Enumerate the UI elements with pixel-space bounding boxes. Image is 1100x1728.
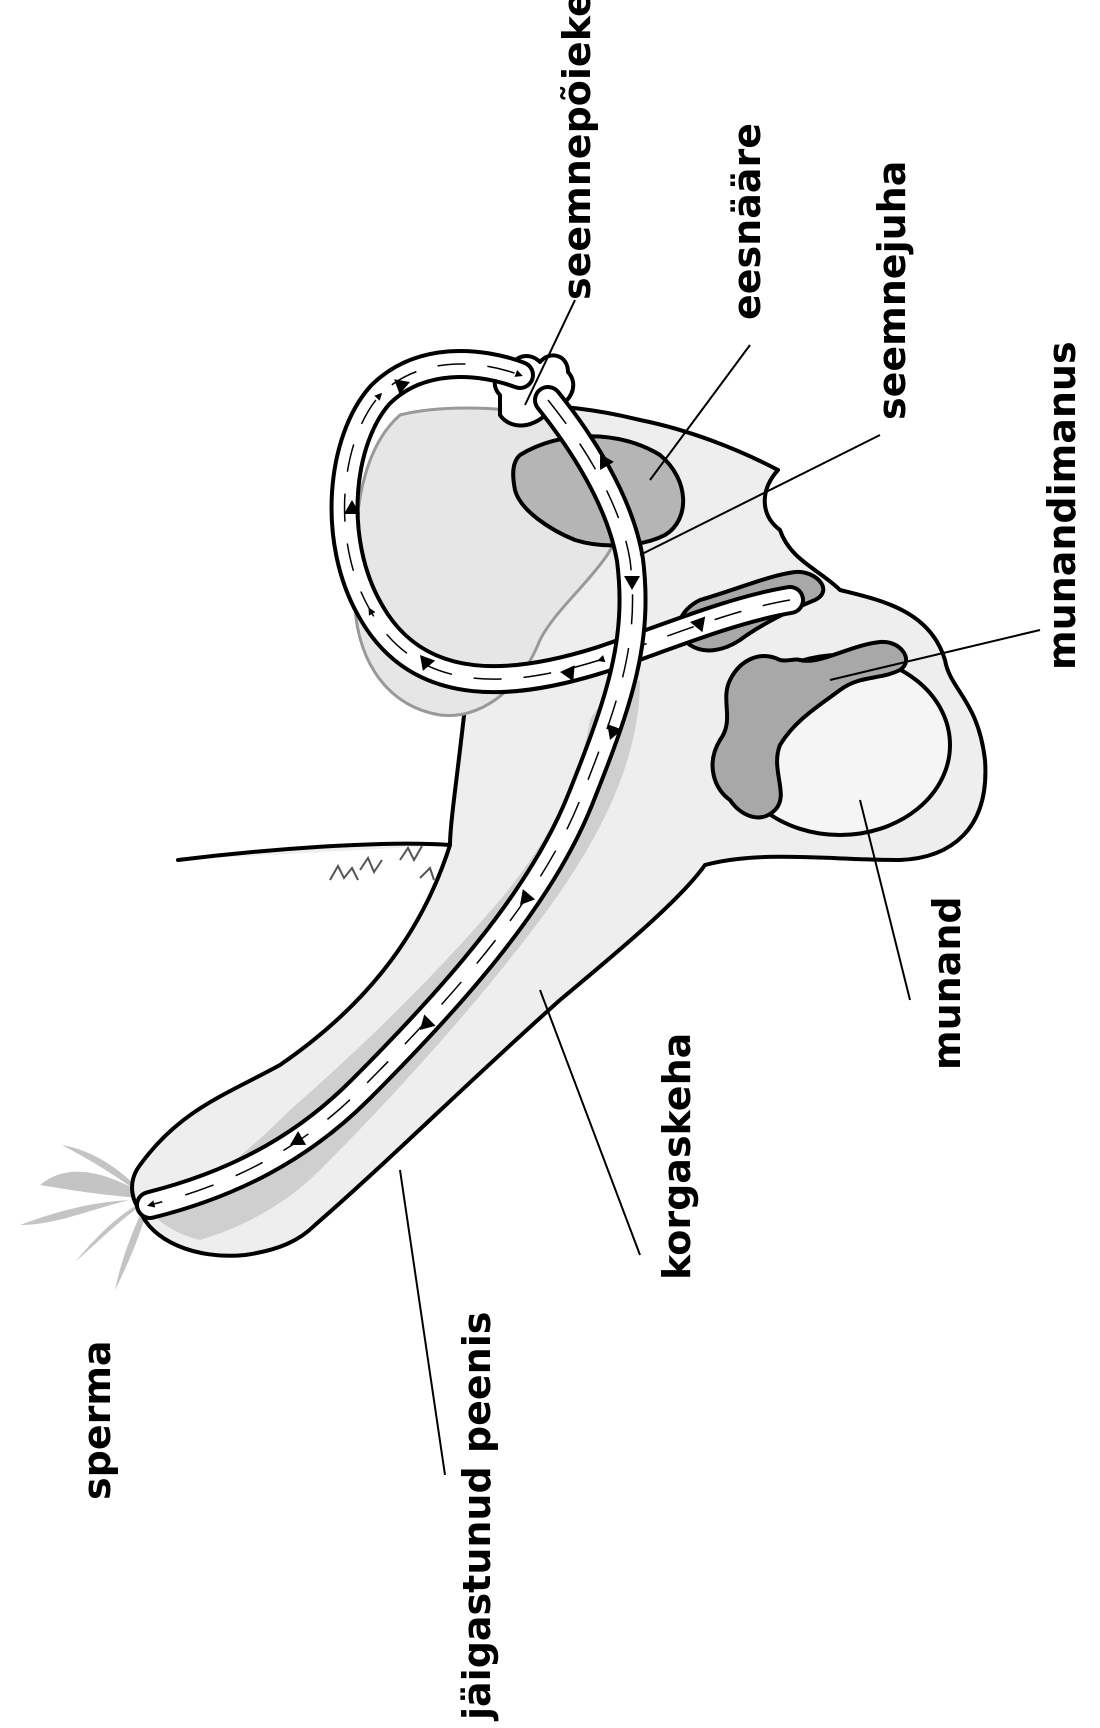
label-korgaskeha: korgaskeha [655, 1033, 699, 1280]
label-sperma: sperma [75, 1340, 119, 1500]
label-jaigastunud-peenis: jäigastunud peenis [455, 1312, 499, 1722]
pubic-hair [330, 846, 434, 880]
label-munandimanus: munandimanus [1040, 341, 1084, 670]
label-eesnaare: eesnääre [725, 123, 769, 320]
sperm-spray [20, 1145, 148, 1290]
label-seemnepoieke: seemnepõieke [555, 0, 599, 300]
label-seemnejuha: seemnejuha [870, 161, 914, 420]
label-munand: munand [925, 896, 969, 1070]
